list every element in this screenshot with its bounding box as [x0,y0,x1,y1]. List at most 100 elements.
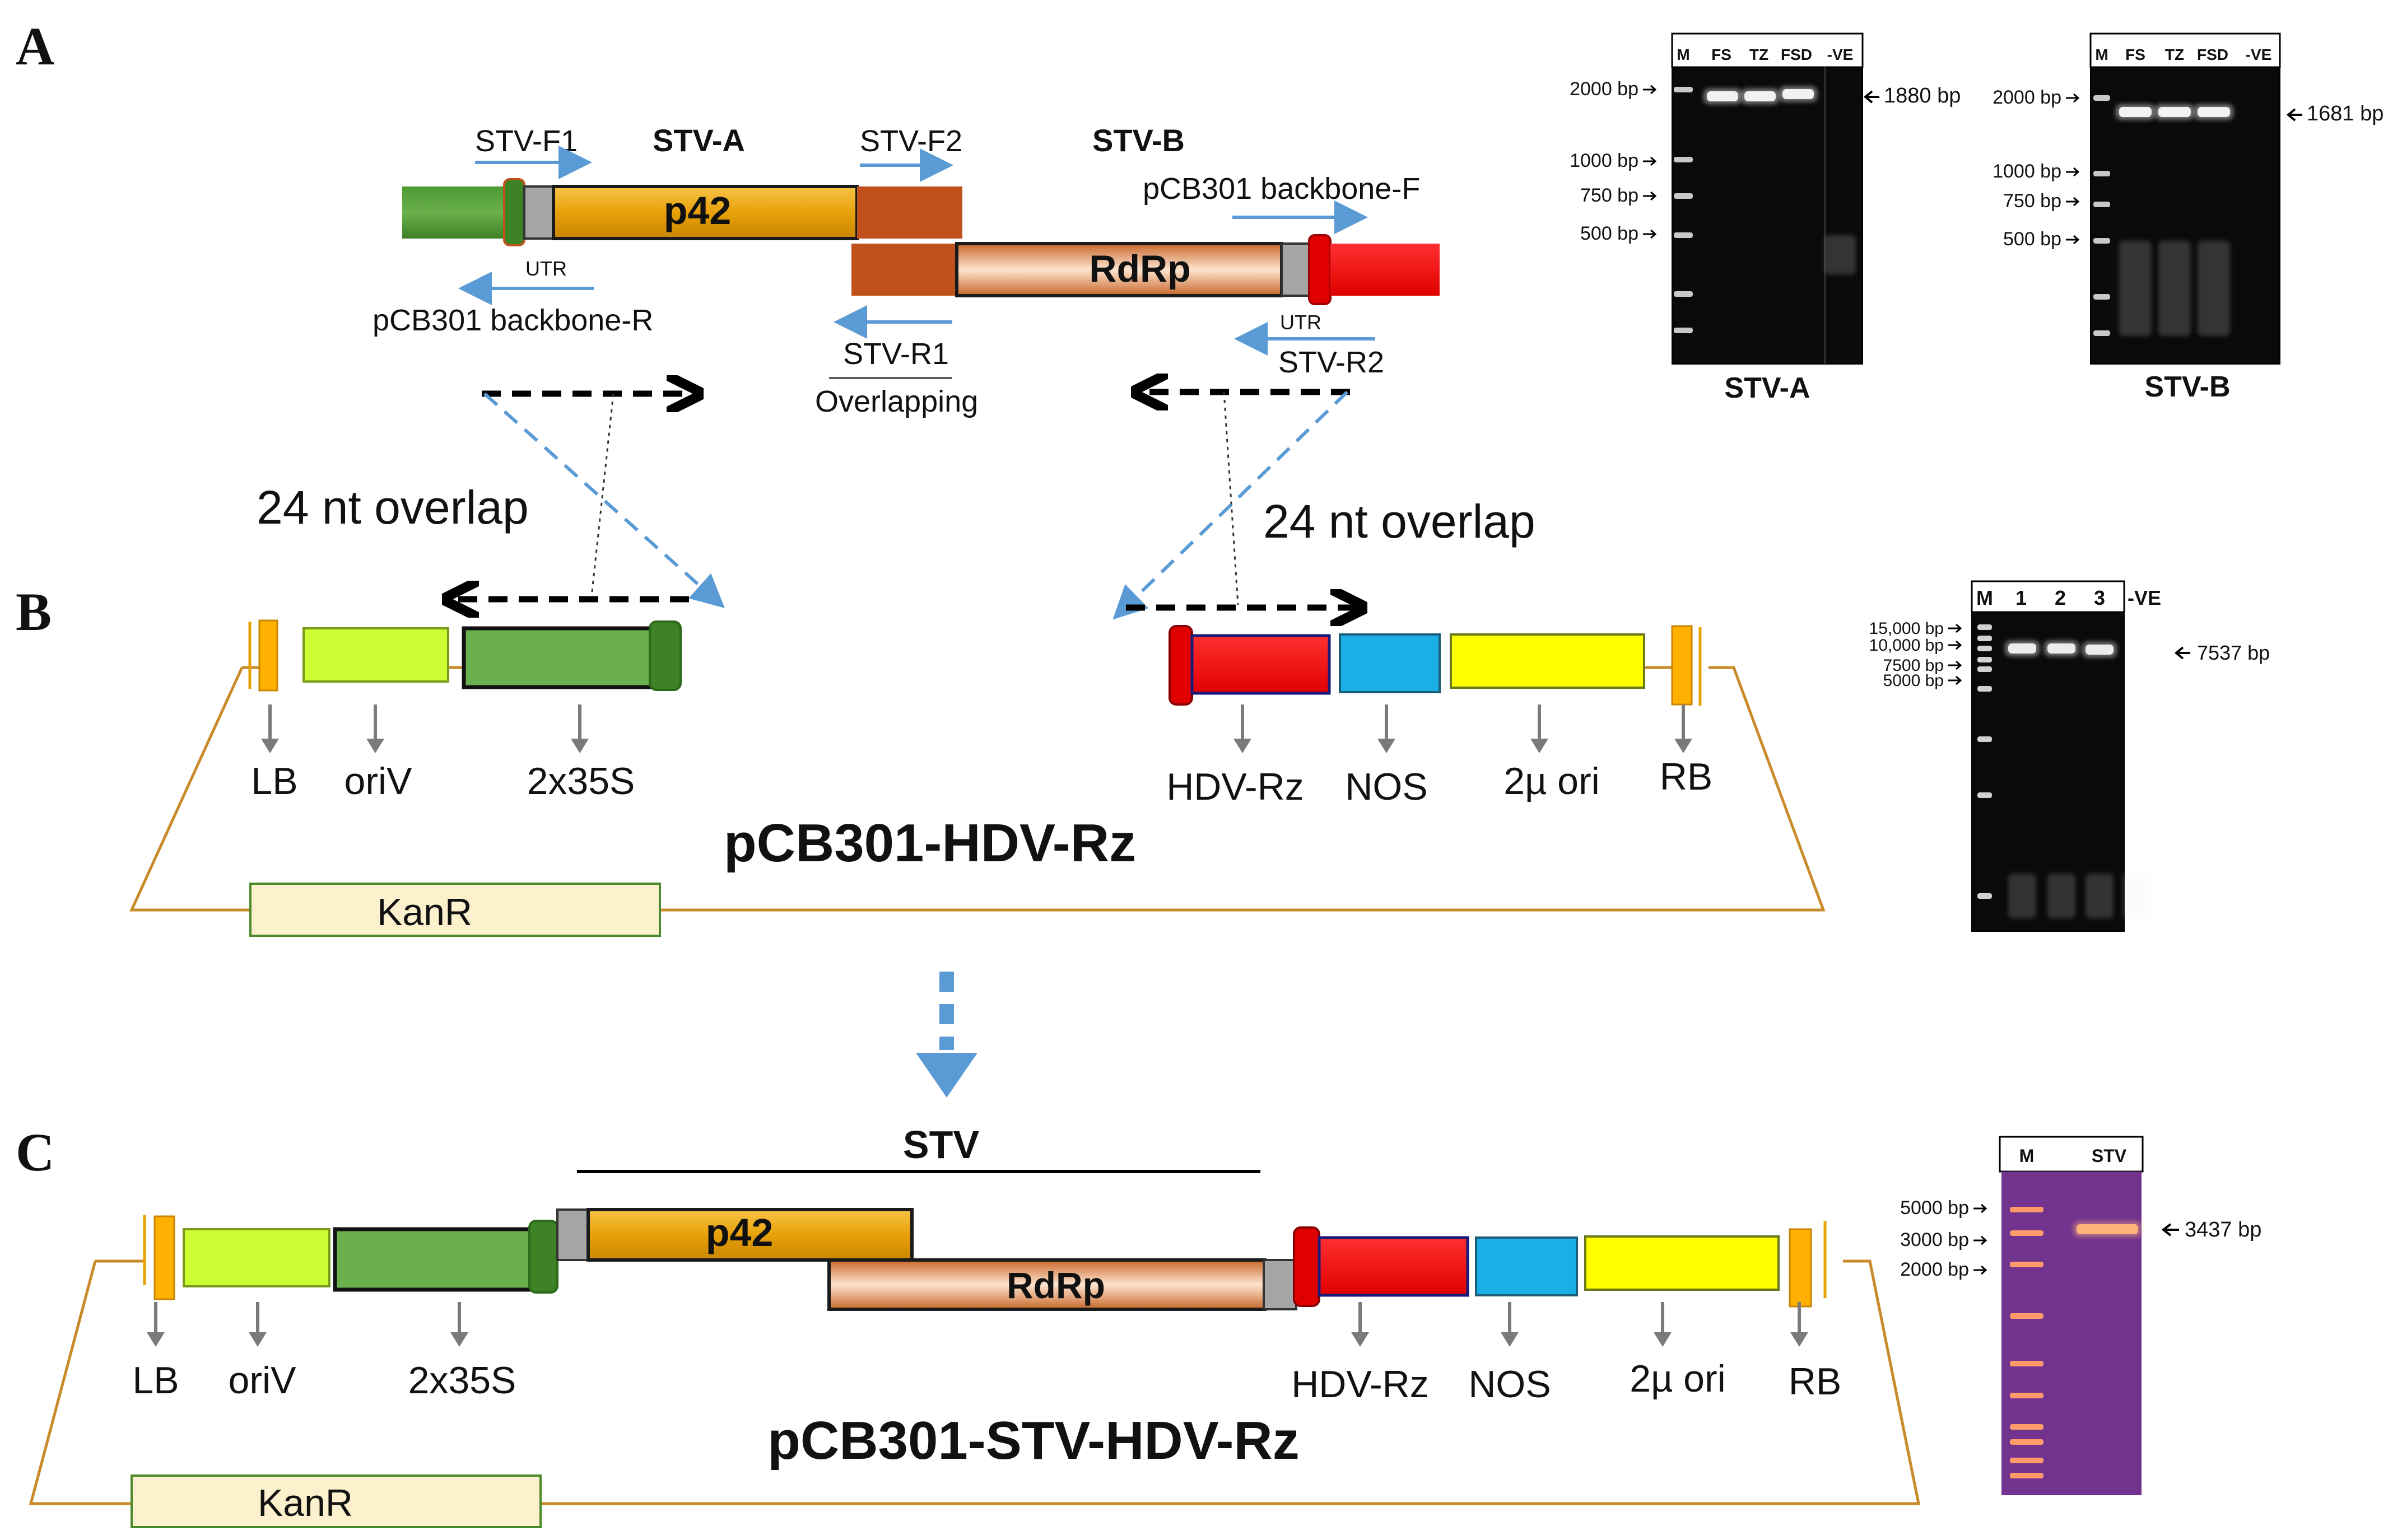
rdrp-label-c: RdRp [1007,1264,1105,1306]
element-pointer-arrowhead [147,1332,165,1347]
gel-marker-arrow [1948,640,1962,650]
primer-r1-label: STV-R1 [843,337,949,371]
gel-marker-arrow [1948,623,1962,633]
gel-marker-arrow [1973,1203,1987,1214]
element-pointer-arrowhead [571,739,589,753]
stv-b-overlap-rust [851,244,958,296]
gel-sample-band [2119,107,2152,117]
element-label-ori2mu-b: 2µ ori [1503,760,1599,802]
gel-ladder-band [1977,624,1992,630]
element-pointer-arrowhead [1377,739,1395,753]
nos-box-b [1339,633,1441,693]
element-pointer-arrowhead [366,739,384,753]
gel-ladder-band [1674,328,1693,333]
gel-marker-arrow [1948,675,1962,685]
gel-ladder-band [1977,657,1992,662]
promoter-35s-box-b [462,626,654,689]
gel-stv-b-band-arrow [2286,108,2302,122]
element-label-oriv-c: oriV [229,1359,297,1402]
gel-ladder-band [1977,686,1992,692]
element-label-nos-b: NOS [1345,766,1427,808]
gel-ladder-band [2093,95,2110,101]
primer-backbone-r-label: pCB301 backbone-R [373,304,653,337]
panel-label-a: A [16,16,54,76]
gel-marker-label: 1000 bp [1570,150,1638,171]
gel-ladder-band [1977,666,1992,672]
element-pointer-arrowhead [450,1332,468,1347]
overlap-label-left: 24 nt overlap [257,481,529,534]
rdrp-label-a: RdRp [1089,248,1190,290]
gel-b-lane-header [1971,580,2125,613]
gel-ladder-band [2010,1439,2043,1445]
hdv-cap-c [1293,1226,1320,1307]
stv-b-hdv-cap [1308,234,1332,305]
primer-r2-label: STV-R2 [1278,346,1384,379]
gel-lane-label: 1 [2015,586,2027,609]
oriv-box-b [302,627,449,683]
rb-box-b [1671,625,1693,706]
element-label-lb-c: LB [132,1359,179,1402]
element-label-rb-c: RB [1789,1360,1841,1403]
gel-sample-band [2008,643,2036,654]
gel-marker-arrow [1973,1235,1987,1245]
stv-b-construct-label: STV-B [1092,123,1185,158]
transition-arrow-head [916,1053,977,1098]
gel-sample-band [2047,643,2075,654]
gel-ladder-band [2093,202,2110,207]
element-pointer-arrowhead [1501,1332,1519,1347]
b-down-arrows [261,704,1692,753]
element-pointer-arrowhead [1351,1332,1369,1347]
ori2mu-box-b [1450,633,1645,689]
c-down-arrows [147,1302,1808,1347]
overlap-label-right: 24 nt overlap [1263,495,1535,548]
gel-marker-label: 500 bp [1580,223,1638,244]
element-pointer-arrowhead [1654,1332,1672,1347]
gel-ladder-band [2093,171,2110,176]
promoter-35s-cap-b [649,620,682,691]
panel-b-plasmid: LB oriV 2x35S HDV-Rz NOS 2µ ori RB pCB30… [129,599,1826,937]
gel-marker-label: 2000 bp [1993,87,2061,108]
oriv-box-c [183,1228,330,1287]
element-label-lb-b: LB [251,760,297,802]
gel-sample-band [2086,645,2114,655]
gel-lane-label: M [2019,1146,2035,1166]
gel-lane-label: FSD [1781,46,1812,63]
gel-ladder-band [1977,636,1992,641]
gel-ladder-band [2010,1393,2043,1398]
kanr-label-b: KanR [377,891,472,934]
gel-lane-label: FS [1711,46,1731,63]
gel-sample-band [2198,107,2230,117]
gel-stv-a-band-size: 1880 bp [1884,84,1961,108]
gel-lane-label: M [2095,46,2108,63]
gel-smear [2123,874,2151,918]
primer-f2-label: STV-F2 [860,124,962,158]
panel-label-c: C [16,1122,54,1182]
plasmid-name-c: pCB301-STV-HDV-Rz [767,1411,1300,1471]
gel-lane-label: -VE [2246,46,2272,63]
element-pointer-arrowhead [1233,739,1251,753]
gel-lane-label: 2 [2055,586,2066,609]
gel-ladder-band [1674,232,1693,238]
hdv-box-b [1190,634,1331,695]
gel-lane-label: FSD [2197,46,2228,63]
primer-utr-right-label: UTR [1280,311,1321,334]
element-label-hdv-b: HDV-Rz [1166,766,1304,808]
gel-smear [2047,874,2075,918]
gel-marker-arrow [2066,235,2080,245]
gel-sample-band [1707,91,1738,101]
element-label-hdv-c: HDV-Rz [1291,1363,1429,1406]
gel-lane-label: M [1976,586,1993,609]
utr-grey-c-right [1263,1259,1297,1310]
promoter-35s-box-c [333,1227,536,1292]
gel-marker-arrow [2066,93,2080,103]
gel-ladder-band [1674,291,1693,297]
stv-a-vector-cap [503,178,525,246]
gel-stv-a-lane-header [1671,32,1864,68]
gel-stv-b-bands [2116,104,2233,336]
gel-stv-b-ladder [2093,95,2110,336]
